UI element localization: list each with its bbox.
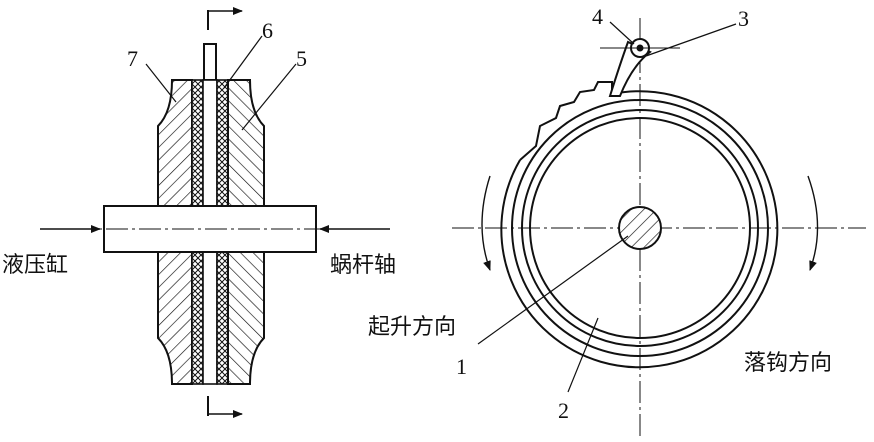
label-hydraulic-cylinder: 液压缸	[2, 253, 68, 278]
leader-6	[223, 35, 263, 89]
part-number-7: 7	[127, 46, 138, 71]
label-lowering-direction: 落钩方向	[744, 351, 832, 376]
lowering-rotation-arrow	[807, 175, 819, 271]
label-lifting-direction: 起升方向	[368, 315, 456, 340]
push-rod	[203, 43, 217, 81]
part-number-1: 1	[456, 354, 467, 379]
rim-2	[511, 99, 769, 357]
leader-3	[645, 23, 737, 57]
rim-3	[521, 109, 759, 347]
leader-1	[477, 235, 629, 345]
part-number-3: 3	[738, 6, 749, 31]
lifting-rotation-arrow	[481, 175, 491, 271]
end-view	[452, 18, 866, 440]
section-mark-bottom	[207, 396, 243, 418]
part-number-5: 5	[296, 46, 307, 71]
section-view	[40, 7, 390, 418]
part-number-4: 4	[592, 4, 603, 29]
leader-4	[609, 21, 635, 45]
label-worm-shaft: 蜗杆轴	[330, 253, 396, 278]
ratchet-teeth	[519, 81, 613, 161]
ratchet-outer-rim	[500, 90, 779, 369]
section-mark-top	[207, 7, 243, 30]
disc-inner	[529, 117, 751, 339]
leader-2	[567, 317, 599, 393]
leader-7	[145, 63, 177, 103]
part-number-6: 6	[262, 18, 273, 43]
part-number-2: 2	[558, 398, 569, 423]
hub	[618, 206, 662, 250]
leader-5	[241, 63, 297, 131]
